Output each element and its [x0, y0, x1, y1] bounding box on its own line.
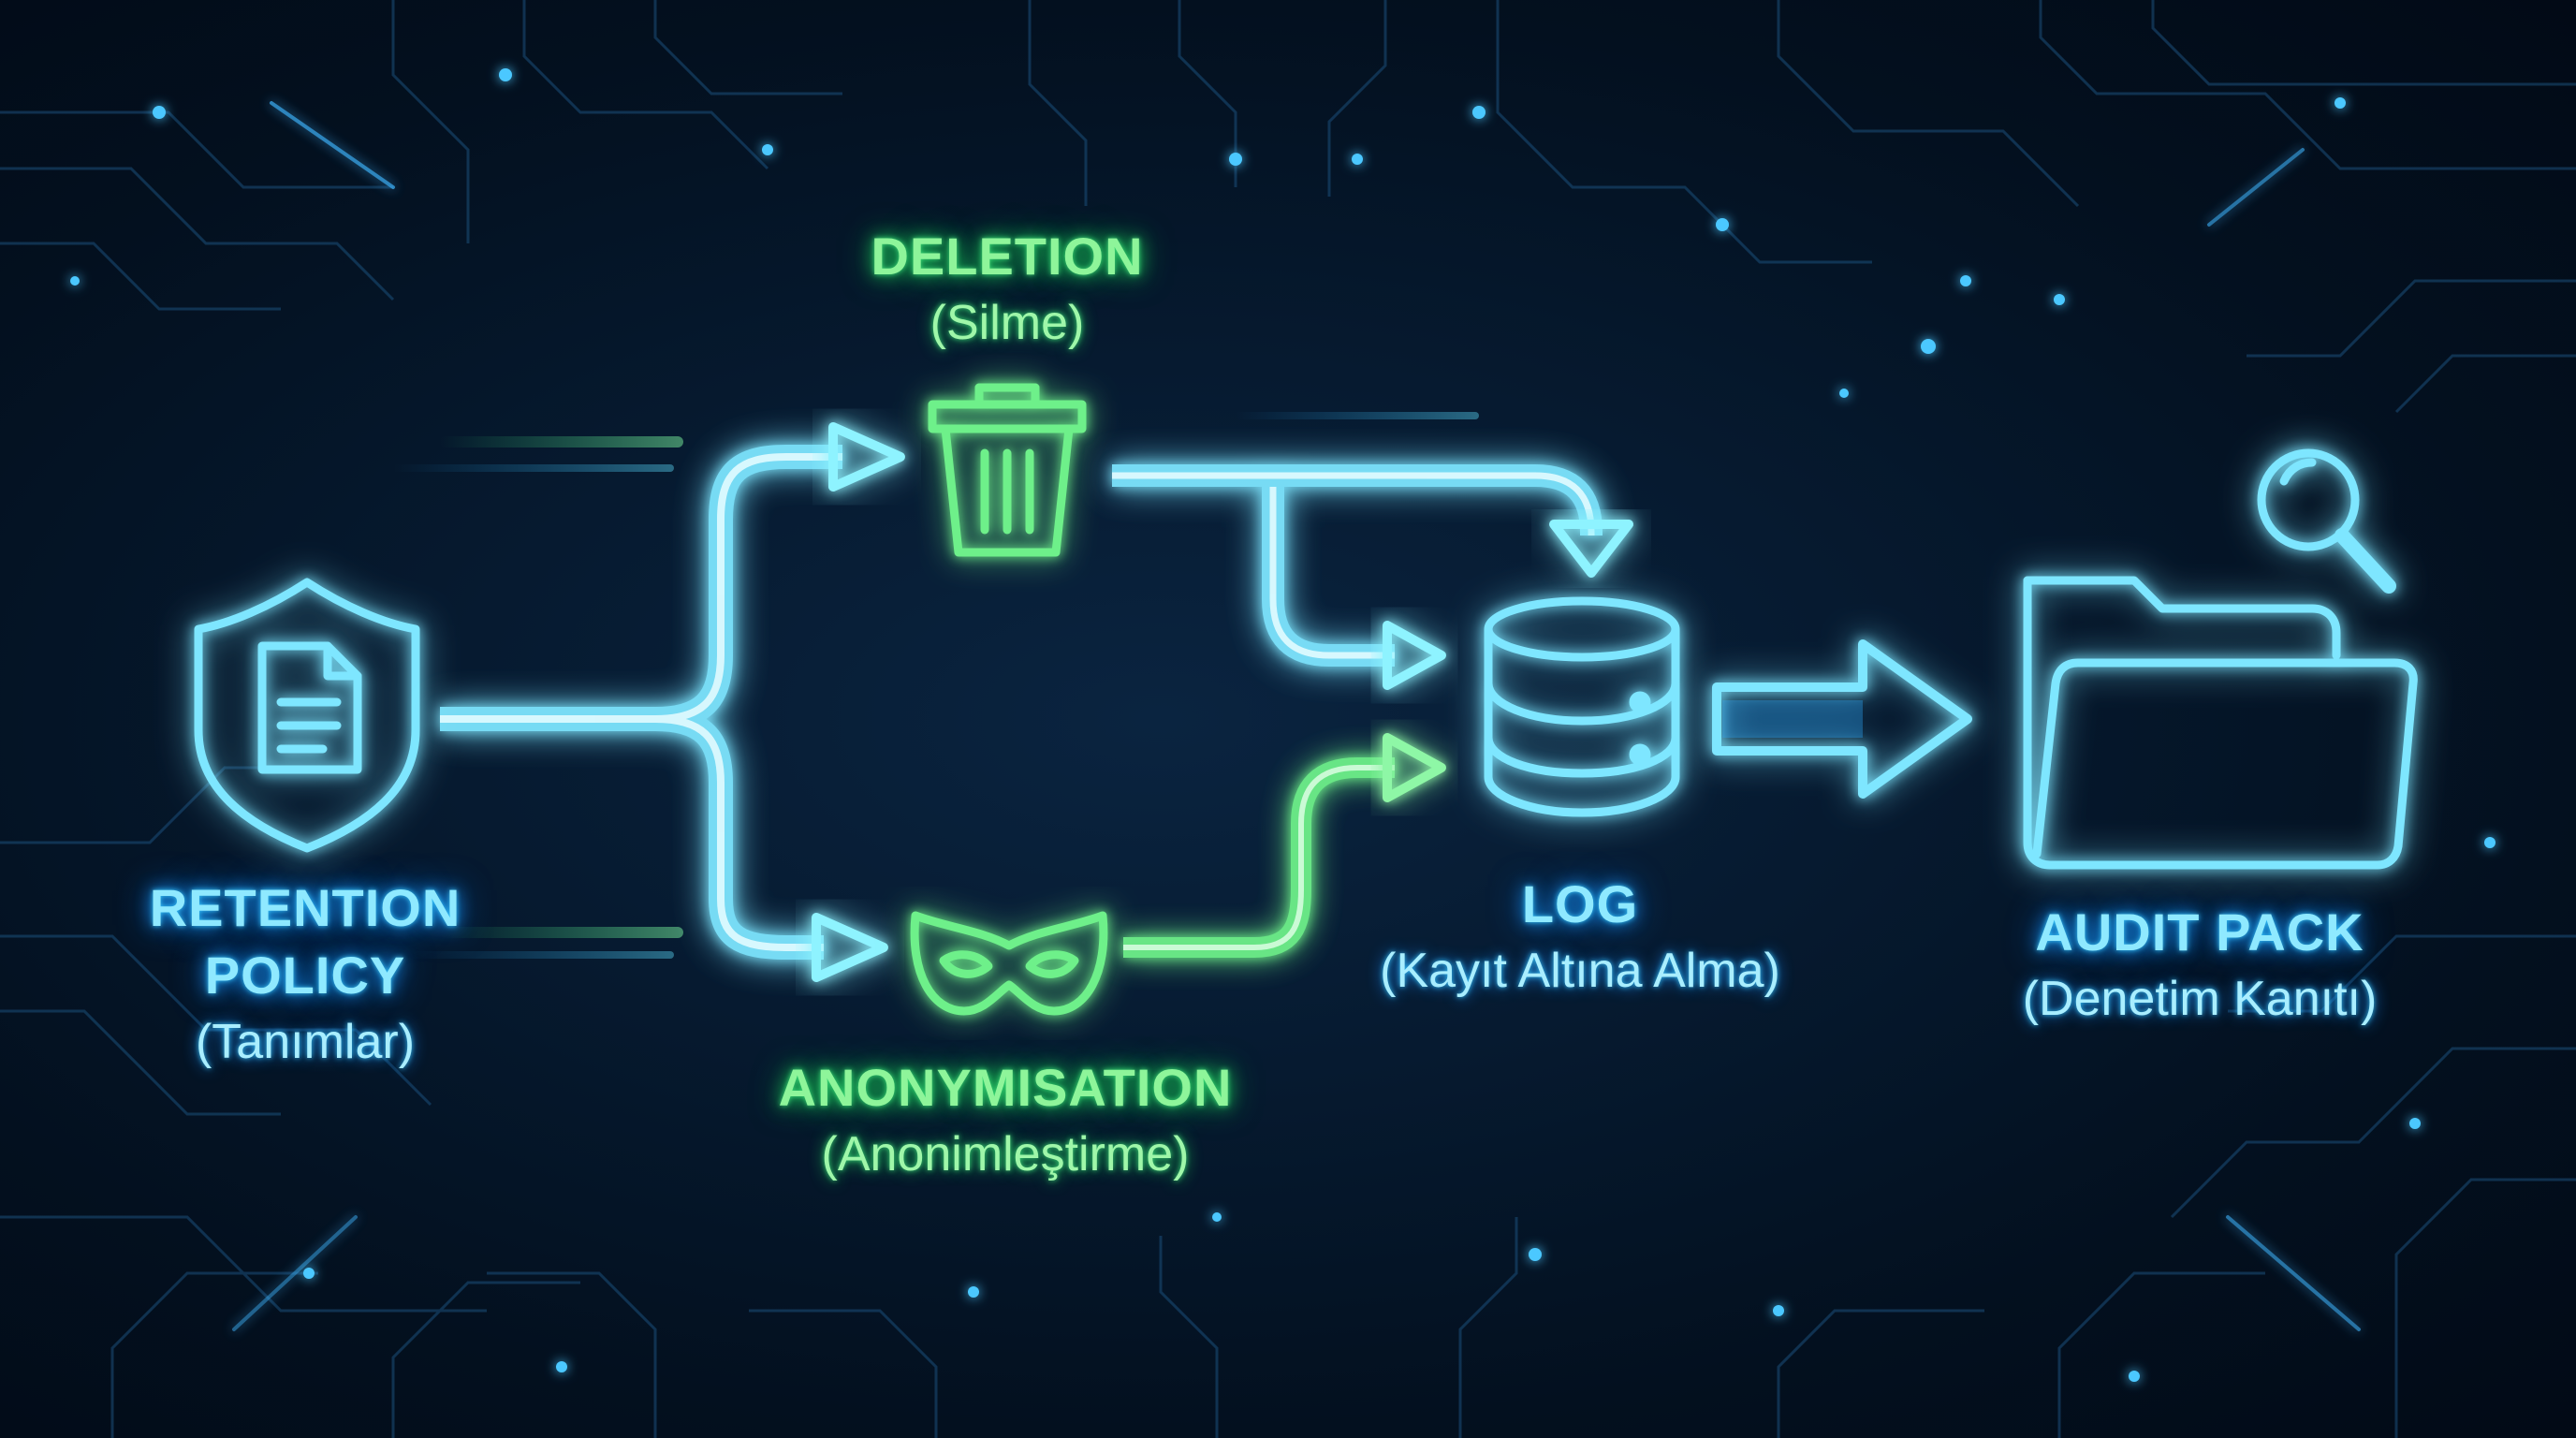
motion-streaks — [393, 412, 1479, 959]
deletion-title: DELETION — [871, 227, 1144, 286]
anonymisation-subtitle: (Anonimleştirme) — [821, 1127, 1190, 1181]
trash-can-icon — [928, 383, 1087, 557]
anonymisation-title: ANONYMISATION — [778, 1058, 1233, 1117]
deletion-label: DELETION (Silme) — [871, 223, 1143, 356]
circuit-dots — [70, 68, 2496, 1382]
arrowhead-down-to-log — [1549, 520, 1633, 578]
database-icon — [1484, 596, 1680, 817]
retention-policy-title-line1: RETENTION — [149, 878, 461, 937]
log-to-audit-arrow-fill — [1722, 700, 1863, 738]
anonymisation-to-log-core — [1123, 765, 1395, 950]
arrowhead-to-anonymisation — [812, 913, 888, 982]
log-subtitle: (Kayıt Altına Alma) — [1380, 944, 1780, 998]
audit-pack-label: AUDIT PACK (Denetim Kanıtı) — [2023, 899, 2378, 1032]
arrowhead-to-deletion — [828, 422, 905, 492]
anonymisation-to-log-arrow — [1123, 757, 1395, 958]
retention-policy-label: RETENTION POLICY (Tanımlar) — [150, 874, 461, 1075]
deletion-to-log-core — [1112, 472, 1595, 659]
light-streaks — [232, 63, 2361, 1331]
arrowhead-right-to-log — [1383, 621, 1446, 690]
log-to-audit-arrow — [1712, 639, 1972, 799]
shield-document-icon — [194, 578, 420, 853]
deletion-subtitle: (Silme) — [929, 296, 1085, 350]
log-title: LOG — [1521, 874, 1639, 933]
retention-policy-title-line2: POLICY — [204, 946, 406, 1005]
arrowhead-green-to-log — [1383, 733, 1446, 802]
audit-pack-subtitle: (Denetim Kanıtı) — [2022, 972, 2378, 1026]
log-label: LOG (Kayıt Altına Alma) — [1380, 871, 1780, 1004]
policy-split-arrow — [440, 445, 842, 960]
audit-pack-title: AUDIT PACK — [2035, 902, 2364, 961]
folder-search-icon — [2023, 448, 2418, 870]
retention-policy-subtitle: (Tanımlar) — [195, 1015, 416, 1069]
masquerade-mask-icon — [910, 911, 1108, 1016]
policy-split-core — [440, 453, 842, 951]
deletion-to-log-arrow — [1112, 464, 1603, 667]
anonymisation-label: ANONYMISATION (Anonimleştirme) — [779, 1054, 1233, 1187]
